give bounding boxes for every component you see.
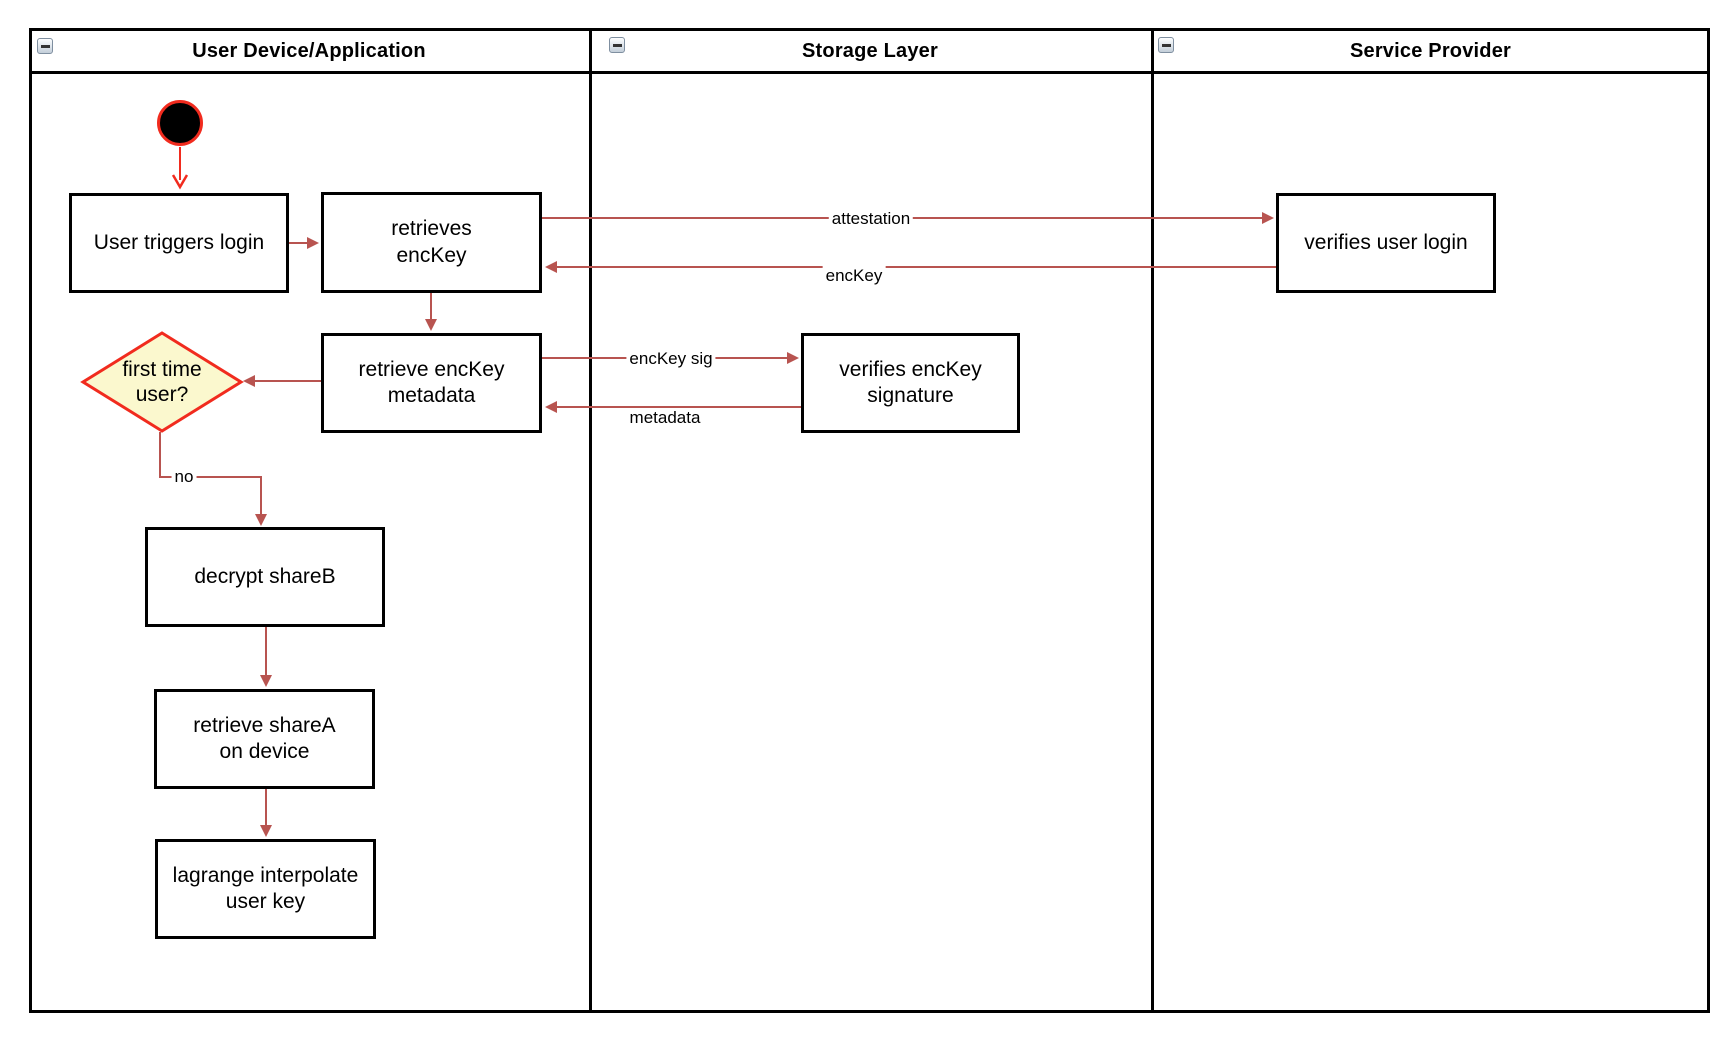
node-label: lagrange interpolate user key [172,863,359,913]
edge-login-to-retrieves-line [289,242,309,244]
edge-label-attestation: attestation [828,209,914,229]
lane-title-storage-layer: Storage Layer [802,39,938,62]
arrowhead-down-icon [425,319,437,331]
node-label: retrieves encKey [391,217,472,267]
arrowhead-left-icon [545,401,557,413]
arrowhead-right-icon [307,237,319,249]
edge-label-metadata: metadata [626,408,704,428]
edge-enckey-return-line [556,266,1276,268]
edge-start-to-login-line [179,147,181,180]
activity-verifies-user-login[interactable]: verifies user login [1276,193,1496,293]
pool-header-divider [29,71,1710,74]
activity-decrypt-shareb[interactable]: decrypt shareB [145,527,385,627]
activity-user-triggers-login[interactable]: User triggers login [69,193,289,293]
collapse-lane-button-storage-layer[interactable] [609,37,625,53]
lane-divider-2 [1151,28,1154,1013]
arrowhead-down-icon [255,514,267,526]
arrowhead-left-icon [243,375,255,387]
lane-divider-1 [589,28,592,1013]
node-label: decrypt shareB [194,564,336,588]
node-label: first time user? [122,357,202,406]
initial-state-node[interactable] [157,100,203,146]
collapse-lane-button-service-provider[interactable] [1158,37,1174,53]
arrowhead-right-icon [787,352,799,364]
decision-diamond-shape[interactable] [80,330,244,434]
edge-no-branch-segment-1 [159,432,161,477]
edge-no-branch-segment-3 [260,476,262,515]
node-label: verifies encKey signature [839,357,982,407]
activity-retrieve-sharea-on-device[interactable]: retrieve shareA on device [154,689,375,789]
arrowhead-down-icon [260,675,272,687]
arrowhead-right-icon [1262,212,1274,224]
node-label: retrieve encKey metadata [358,357,505,407]
minus-icon [40,44,50,48]
minus-icon [612,43,622,47]
minus-icon [1161,43,1171,47]
node-label: verifies user login [1304,230,1468,254]
node-label: User triggers login [93,230,265,254]
edge-no-branch-segment-2 [159,476,262,478]
activity-lagrange-interpolate-user-key[interactable]: lagrange interpolate user key [155,839,376,939]
activity-verifies-enckey-signature[interactable]: verifies encKey signature [801,333,1020,433]
activity-retrieve-enckey-metadata[interactable]: retrieve encKey metadata [321,333,542,433]
open-arrowhead-down-icon [171,174,189,190]
lane-title-user-device: User Device/Application [192,39,426,62]
decision-first-time-user[interactable]: first time user? [80,330,244,434]
collapse-lane-button-user-device[interactable] [37,38,53,54]
activity-retrieves-enckey[interactable]: retrieves encKey [321,192,542,293]
edge-label-no: no [171,467,197,487]
edge-metadata-return-line [556,406,801,408]
node-label: retrieve shareA on device [193,713,336,763]
edge-sharea-to-lagrange-line [265,788,267,826]
arrowhead-down-icon [260,825,272,837]
lane-title-service-provider: Service Provider [1349,39,1512,62]
edge-decrypt-to-sharea-line [265,626,267,676]
arrowhead-left-icon [545,261,557,273]
edge-label-enckey-sig: encKey sig [626,349,716,369]
edge-retrieves-to-metadata-line [430,293,432,320]
edge-label-enckey: encKey [822,266,886,286]
edge-metadata-to-decision-line [254,380,321,382]
